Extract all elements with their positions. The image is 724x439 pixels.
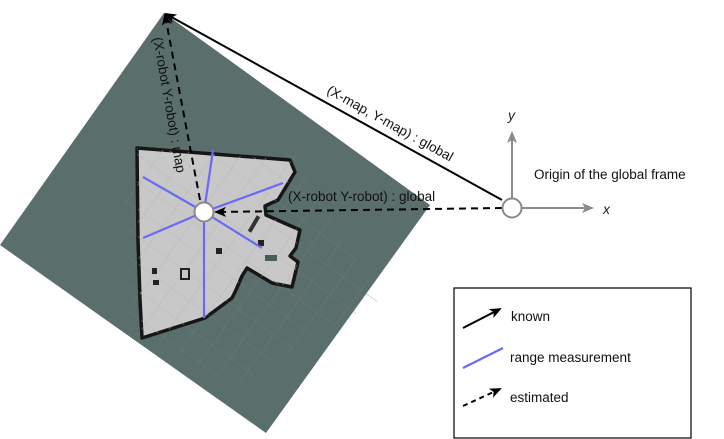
legend-item-known: known: [462, 308, 550, 329]
range-beam: [203, 211, 263, 249]
obstacle: [258, 240, 264, 246]
dashed-arrow-icon: [462, 388, 502, 407]
obstacle: [216, 248, 222, 254]
global-frame: y x Origin of the global frame: [501, 107, 686, 219]
legend-item-range-measurement: range measurement: [462, 347, 631, 369]
legend-label: range measurement: [510, 350, 631, 365]
obstacle: [247, 215, 261, 233]
explored-area: [135, 146, 302, 340]
obstacle: [153, 280, 159, 285]
robot-to-global-label: (X-robot Y-robot) : global: [288, 189, 435, 204]
legend-label: known: [511, 309, 550, 324]
x-axis-label: x: [602, 201, 611, 217]
map-to-global-arrow: [164, 13, 503, 201]
legend-label: estimated: [510, 390, 569, 405]
legend-item-estimated: estimated: [462, 388, 569, 407]
robot-to-map-arrow: [161, 13, 201, 201]
occupancy-map: [0, 13, 430, 433]
range-beam: [142, 176, 205, 213]
range-beam: [142, 210, 205, 240]
obstacle: [152, 268, 157, 274]
solid-arrow-icon: [462, 308, 502, 329]
range-line-icon: [462, 347, 504, 369]
legend: known range measurement estimated: [453, 287, 692, 439]
y-axis-label: y: [507, 107, 516, 123]
global-origin-marker: [501, 197, 523, 219]
robot-marker: [193, 201, 215, 223]
origin-label: Origin of the global frame: [534, 167, 686, 182]
obstacle: [265, 255, 277, 261]
